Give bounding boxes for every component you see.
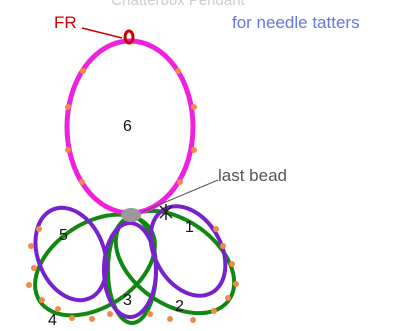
ring-6-picots [65, 68, 197, 185]
cropped-title: Chatterbox Pendant [111, 0, 245, 9]
picot-dot [177, 179, 183, 185]
picot-dot [211, 308, 217, 314]
picot-dot [31, 265, 37, 271]
picot-dot [69, 315, 75, 321]
picot-dot [191, 147, 197, 153]
ring-1-number: 1 [185, 219, 194, 236]
picot-dot [28, 243, 34, 249]
picot-dot [175, 68, 181, 74]
picot-dot [107, 311, 113, 317]
fr-loop [123, 29, 135, 45]
picot-dot [79, 179, 85, 185]
fr-label: FR [54, 13, 77, 32]
ring-3-outline [102, 221, 158, 319]
start-star-icon [159, 204, 173, 220]
picot-dot [147, 311, 153, 317]
picot-dot [36, 226, 42, 232]
picot-dot [229, 261, 235, 267]
picot-dot [220, 243, 226, 249]
picot-dot [80, 68, 86, 74]
picot-dot [65, 104, 71, 110]
last-bead-label: last bead [218, 166, 287, 185]
lower-picots [26, 226, 239, 323]
fr-pointer-line [81, 27, 123, 39]
picot-dot [65, 147, 71, 153]
picot-dot [26, 282, 32, 288]
last-bead [121, 208, 141, 222]
picot-dot [233, 281, 239, 287]
ring-3-number: 3 [123, 292, 132, 309]
picot-dot [167, 316, 173, 322]
picot-dot [89, 316, 95, 322]
subtitle: for needle tatters [232, 13, 360, 32]
picot-dot [191, 104, 197, 110]
picot-dot [213, 226, 219, 232]
picot-dot [39, 297, 45, 303]
picot-dot [225, 295, 231, 301]
ring-2-number: 2 [175, 298, 184, 315]
picot-dot [55, 306, 61, 312]
ring-5-outline [33, 205, 109, 303]
ring-4-number: 4 [48, 312, 57, 329]
last-bead-leader [141, 179, 219, 213]
picot-dot [190, 317, 196, 323]
ring-5-number: 5 [59, 227, 68, 244]
ring-6-number: 6 [123, 118, 132, 135]
